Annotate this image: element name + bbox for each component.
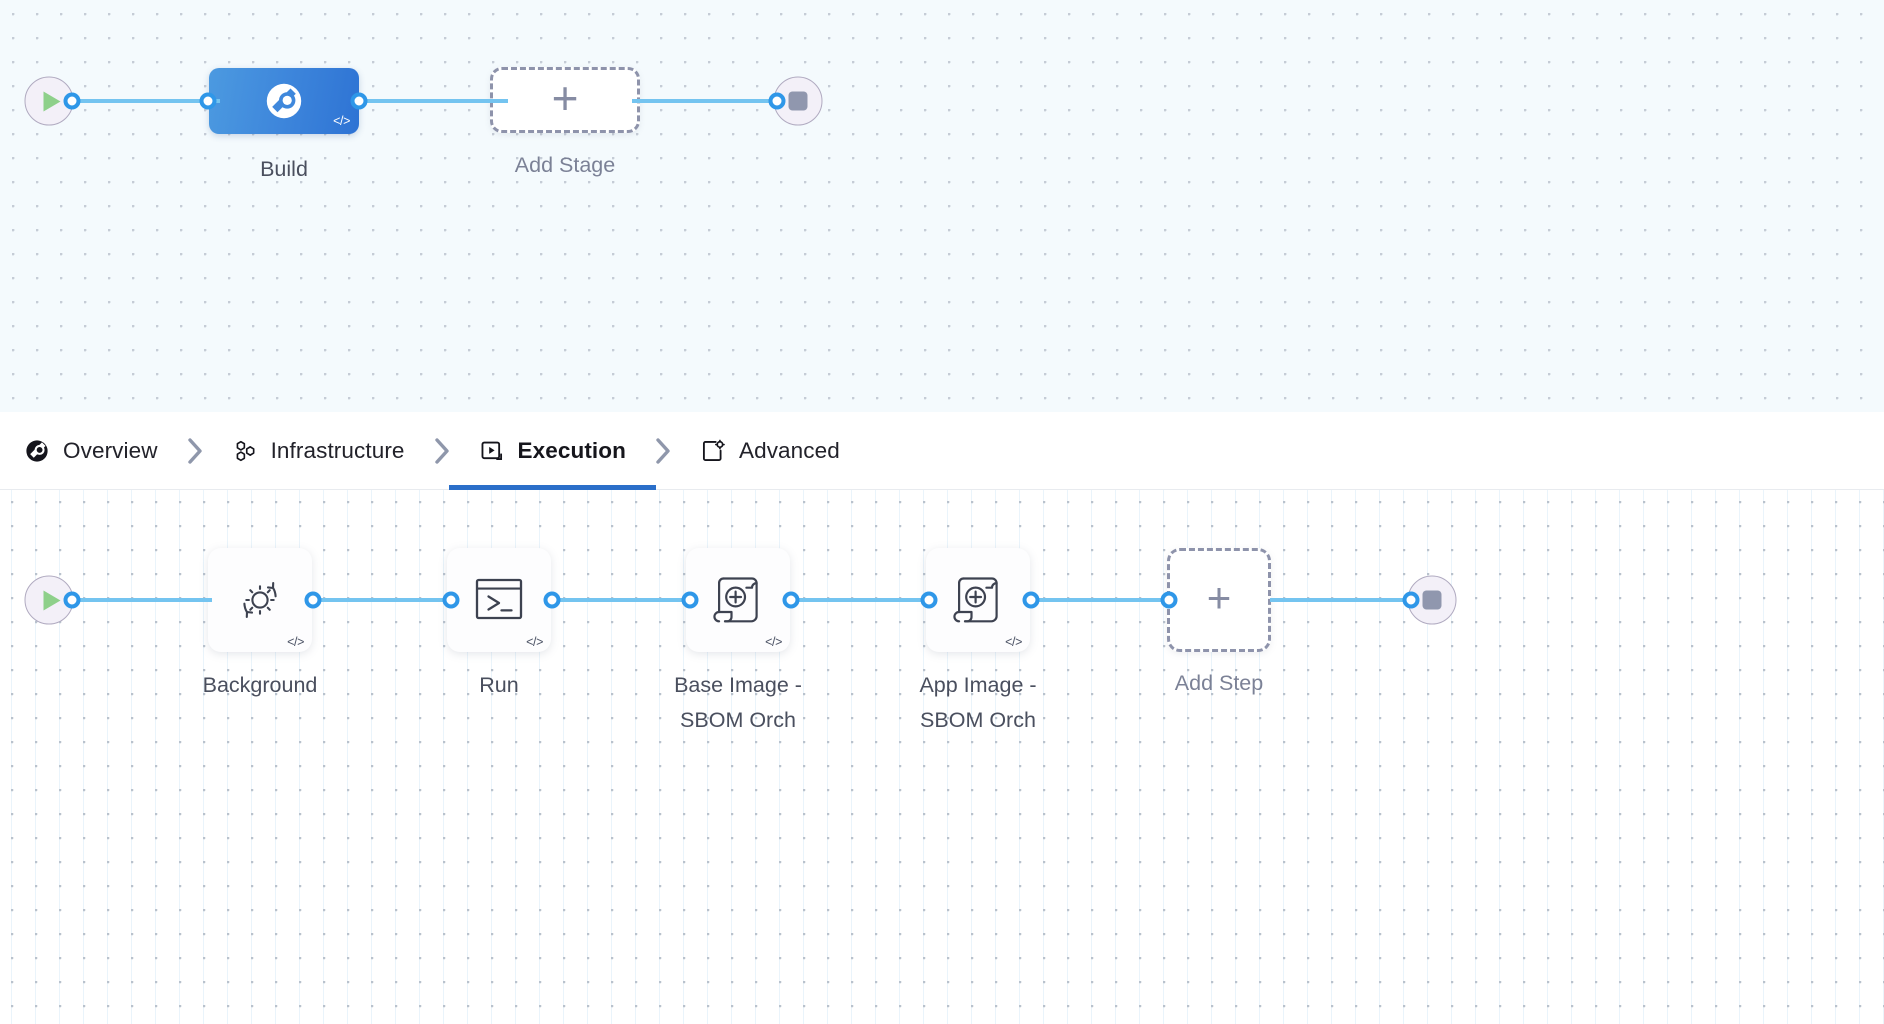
tab-infrastructure[interactable]: Infrastructure <box>226 412 411 490</box>
sbom-scroll-icon <box>713 577 758 623</box>
execution-end-node[interactable] <box>1407 575 1457 625</box>
step-card-base-image-sbom-orch[interactable]: </> <box>686 548 790 652</box>
tab-overview[interactable]: Overview <box>18 412 164 490</box>
run-input-port[interactable] <box>543 591 561 609</box>
exec-end-input-port[interactable] <box>1402 591 1420 609</box>
stage-canvas[interactable]: </> Build + Add Stage <box>0 0 1884 412</box>
run-output-port[interactable] <box>681 591 699 609</box>
stage-config-tabs: Overview Infrastructure <box>0 412 1884 490</box>
background-input-port[interactable] <box>304 591 322 609</box>
stage-link-addstage-end <box>632 99 784 103</box>
gear-refresh-icon <box>243 581 277 619</box>
build-input-port[interactable] <box>199 92 217 110</box>
chevron-right-icon <box>656 437 670 464</box>
terminal-icon <box>475 578 523 620</box>
step-link-start-background <box>72 598 212 602</box>
stage-node-build[interactable]: </> Build <box>209 68 359 181</box>
stop-icon <box>788 91 808 111</box>
play-icon <box>43 91 60 111</box>
tab-execution[interactable]: Execution <box>448 412 657 490</box>
infrastructure-icon <box>236 440 255 461</box>
chevron-right-icon <box>434 437 449 464</box>
step-node-background[interactable]: </> Background <box>203 548 317 697</box>
end-circle <box>773 76 823 126</box>
step-label-base-image-sbom-orch: Base Image - SBOM Orch <box>674 673 802 732</box>
end-input-port[interactable] <box>768 92 786 110</box>
build-output-port[interactable] <box>350 92 368 110</box>
exec-start-output-port[interactable] <box>63 591 81 609</box>
tab-separator-2 <box>411 435 473 467</box>
add-step-card[interactable]: + <box>1167 548 1271 652</box>
step-link-background-run <box>312 598 452 602</box>
add-step-label: Add Step <box>1174 671 1264 695</box>
execution-steps-canvas[interactable]: </> Background </> Run <box>0 490 1884 1024</box>
tab-advanced[interactable]: Advanced <box>694 412 846 490</box>
plus-icon: + <box>1206 574 1232 621</box>
start-output-port[interactable] <box>63 92 81 110</box>
code-badge-icon: </> <box>526 634 543 649</box>
tab-separator-1 <box>164 435 226 467</box>
step-node-app-image-sbom-orch[interactable]: </> App Image - SBOM Orch <box>919 548 1037 732</box>
step-link-appimage-addstep <box>1030 598 1172 602</box>
step-node-base-image-sbom-orch[interactable]: </> Base Image - SBOM Orch <box>674 548 802 732</box>
sbom-scroll-icon <box>953 577 998 623</box>
add-step-node[interactable]: + Add Step <box>1167 548 1271 695</box>
step-card-run[interactable]: </> <box>447 548 551 652</box>
step-node-run[interactable]: </> Run <box>447 548 551 697</box>
pipeline-end-node[interactable] <box>773 76 823 126</box>
play-icon <box>43 590 60 610</box>
tab-infrastructure-label: Infrastructure <box>270 437 405 463</box>
execution-icon <box>481 441 502 460</box>
stage-label-build: Build <box>260 157 308 181</box>
app-image-input-port[interactable] <box>1022 591 1040 609</box>
code-badge-icon: </> <box>287 634 304 649</box>
stage-link-start-build <box>72 99 220 103</box>
ci-build-icon <box>266 83 302 119</box>
app-image-output-port[interactable] <box>1160 591 1178 609</box>
step-label-background: Background <box>202 673 318 697</box>
stage-link-build-addstage <box>358 99 508 103</box>
stop-icon <box>1422 590 1442 610</box>
advanced-icon <box>702 439 725 461</box>
tab-separator-3 <box>632 435 694 467</box>
tab-advanced-label: Advanced <box>738 437 840 463</box>
code-badge-icon: </> <box>333 113 350 128</box>
base-image-input-port[interactable] <box>782 591 800 609</box>
overview-icon <box>26 439 48 462</box>
step-label-app-image-sbom-orch: App Image - SBOM Orch <box>919 673 1037 732</box>
step-link-addstep-end <box>1270 598 1414 602</box>
add-stage-label: Add Stage <box>514 153 616 177</box>
step-link-baseimage-appimage <box>790 598 930 602</box>
step-card-app-image-sbom-orch[interactable]: </> <box>926 548 1030 652</box>
step-card-background[interactable]: </> <box>208 548 312 652</box>
base-image-output-port[interactable] <box>920 591 938 609</box>
exec-end-circle <box>1407 575 1457 625</box>
stage-card-build[interactable]: </> <box>209 68 359 134</box>
add-stage-node[interactable]: + Add Stage <box>490 67 640 177</box>
plus-icon: + <box>551 72 579 124</box>
step-link-run-baseimage <box>551 598 691 602</box>
chevron-right-icon <box>187 437 202 464</box>
background-output-port[interactable] <box>442 591 460 609</box>
tab-overview-label: Overview <box>63 437 158 463</box>
add-stage-card[interactable]: + <box>490 67 640 133</box>
code-badge-icon: </> <box>1005 634 1022 649</box>
code-badge-icon: </> <box>765 634 782 649</box>
step-label-run: Run <box>479 673 519 697</box>
tab-execution-label: Execution <box>517 437 626 463</box>
